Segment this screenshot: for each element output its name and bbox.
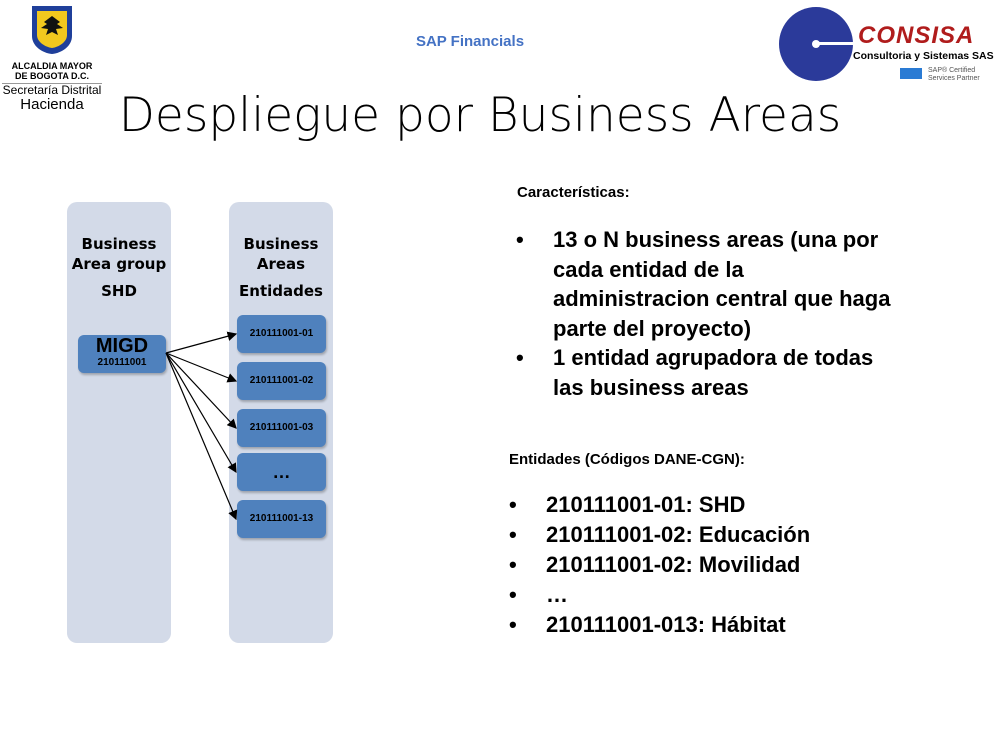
header-line: Entidades [239,282,323,300]
item-text: 13 o N business areas (una por cada enti… [553,227,891,341]
entity-box: 210111001-02 [237,362,326,400]
item-text: 210111001-02: Movilidad [546,552,801,577]
consisa-logo: CONSISA Consultoria y Sistemas SAS SAP® … [778,6,994,82]
header-line: Business [243,235,319,253]
group-name: MIGD [95,335,149,357]
entity-box: 210111001-01 [237,315,326,353]
list-item: •210111001-02: Educación [509,522,811,547]
group-box-migd: MIGD 210111001 [78,335,166,373]
consisa-circle-icon [779,7,858,81]
item-text: 210111001-02: Educación [546,522,811,547]
list-item: •210111001-013: Hábitat [509,612,786,637]
group-code: 210111001 [97,357,147,368]
entity-box: 210111001-03 [237,409,326,447]
list-item: •… [509,582,568,607]
item-text: 210111001-013: Hábitat [546,612,786,637]
logo-text-4: Hacienda [20,96,84,113]
logo-text-3: Secretaría Distrital [2,83,102,97]
entity-box: … [237,453,326,491]
logo-text-1: ALCALDIA MAYOR [11,61,93,71]
list-item: •1 entidad agrupadora de todas las busin… [516,345,874,400]
entity-box: 210111001-13 [237,500,326,538]
arrow [165,352,237,474]
entidades-list: •210111001-01: SHD •210111001-02: Educac… [509,490,946,640]
arrow [165,352,238,383]
header-line: SHD [101,282,137,300]
caracteristicas-heading: Características: [517,184,630,201]
list-item: •13 o N business areas (una por cada ent… [516,227,891,341]
alcaldia-logo: ALCALDIA MAYOR DE BOGOTA D.C. Secretaría… [0,4,104,112]
sap-logo-icon [900,68,922,79]
header-label: SAP Financials [415,33,525,50]
caracteristicas-list: •13 o N business areas (una por cada ent… [516,225,893,402]
item-text: 1 entidad agrupadora de todas las busine… [553,345,874,400]
list-item: •210111001-01: SHD [509,492,746,517]
item-text: … [546,582,568,607]
consisa-subtitle: Consultoria y Sistemas SAS [853,50,994,62]
header-line: Business [81,235,157,253]
consisa-brand: CONSISA [858,22,975,49]
entidades-heading: Entidades (Códigos DANE-CGN): [509,451,745,468]
header-line: Areas [256,255,306,273]
page-title: Despliegue por Business Areas [118,88,842,143]
item-text: 210111001-01: SHD [546,492,746,517]
header-line: Area group [71,255,167,273]
list-item: •210111001-02: Movilidad [509,552,801,577]
areas-column-header: Business Areas Entidades [229,234,333,301]
logo-text-2: DE BOGOTA D.C. [15,71,89,81]
business-area-group-column [67,202,171,643]
arrow [165,352,237,429]
coat-of-arms-icon [32,6,72,54]
group-column-header: Business Area group SHD [67,234,171,301]
arrow [165,331,238,354]
arrow [165,352,238,521]
sap-badge: SAP® Certified Services Partner [928,67,980,82]
